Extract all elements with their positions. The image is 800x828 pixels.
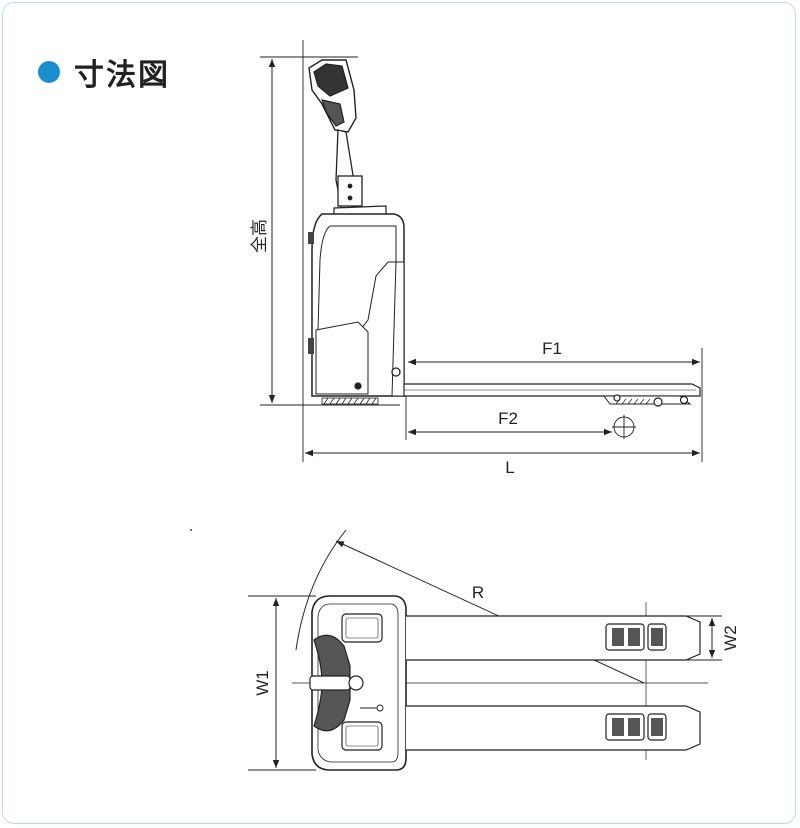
bullet-dot-icon	[38, 61, 60, 83]
section-heading: 寸法図	[38, 52, 170, 93]
fork-top-upper	[406, 615, 701, 661]
fork-top-lower	[406, 705, 701, 751]
top-view	[248, 529, 722, 771]
w2-label: W2	[721, 625, 740, 651]
fork-arm	[403, 383, 701, 407]
section-title: 寸法図	[74, 58, 170, 93]
stray-dot	[190, 529, 192, 531]
side-view	[260, 40, 703, 462]
drive-wheel	[321, 397, 379, 405]
body-top	[309, 595, 407, 771]
load-wheel-center-symbol	[612, 415, 636, 439]
tiller-handle	[308, 59, 363, 211]
w1-label: W1	[253, 670, 272, 696]
f2-label: F2	[498, 409, 518, 428]
overall-height-label: 全高	[250, 219, 269, 253]
l-label: L	[505, 458, 514, 477]
f1-label: F1	[542, 339, 562, 358]
power-unit-body	[308, 205, 405, 397]
radius-label: R	[472, 583, 484, 602]
